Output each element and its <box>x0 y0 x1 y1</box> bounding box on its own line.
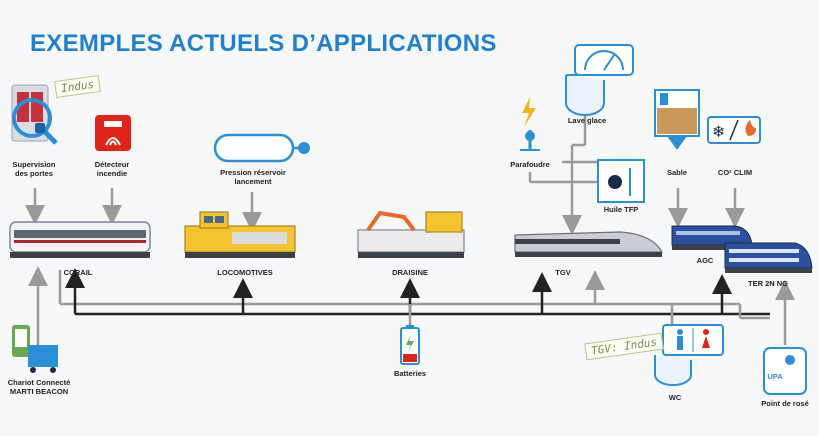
door-magnifier-icon <box>11 84 58 145</box>
sensor-arrows <box>25 115 745 235</box>
sable-label: Sable <box>666 168 687 177</box>
tgv-label: TGV <box>555 268 571 277</box>
lave-glace-label: Lave glace <box>567 116 607 125</box>
co2-label: CO² CLIM <box>717 168 753 177</box>
locomotive <box>184 211 296 258</box>
climate-icon: ❄ <box>707 116 761 144</box>
wc-icon <box>654 324 724 386</box>
svg-text:❄: ❄ <box>712 122 725 141</box>
connected-cart-icon <box>12 325 58 373</box>
agc-label: AGC <box>696 256 714 265</box>
corail-label: CORAIL <box>63 268 93 277</box>
batteries-label: Batteries <box>393 369 427 378</box>
huile-label: Huile TFP <box>603 205 639 214</box>
wc-label: WC <box>668 393 682 402</box>
draisine-label: DRAISINE <box>392 268 428 277</box>
page-title: EXEMPLES ACTUELS D’APPLICATIONS <box>30 30 497 57</box>
corail-train <box>9 221 151 258</box>
fire-detector-icon <box>95 115 131 151</box>
parafoudre-label: Parafoudre <box>510 160 550 169</box>
upa-label: UPA <box>767 372 783 381</box>
ter-label: TER 2N NG <box>747 279 788 288</box>
oil-sensor-icon <box>597 159 645 203</box>
point-rose-label: Point de rosé <box>761 399 809 408</box>
tgv-train <box>514 231 664 257</box>
locomotives-label: LOCOMOTIVES <box>217 268 273 277</box>
draisine-vehicle <box>357 210 465 258</box>
sand-hopper-icon <box>654 89 700 150</box>
upa-icon <box>763 347 807 395</box>
pressure-tank-icon <box>213 133 310 163</box>
washer-fluid-icon <box>565 44 634 116</box>
battery-icon <box>400 325 420 365</box>
ter-train <box>724 242 813 273</box>
data-bus <box>60 302 770 320</box>
lightning-arrester-icon <box>520 97 540 151</box>
